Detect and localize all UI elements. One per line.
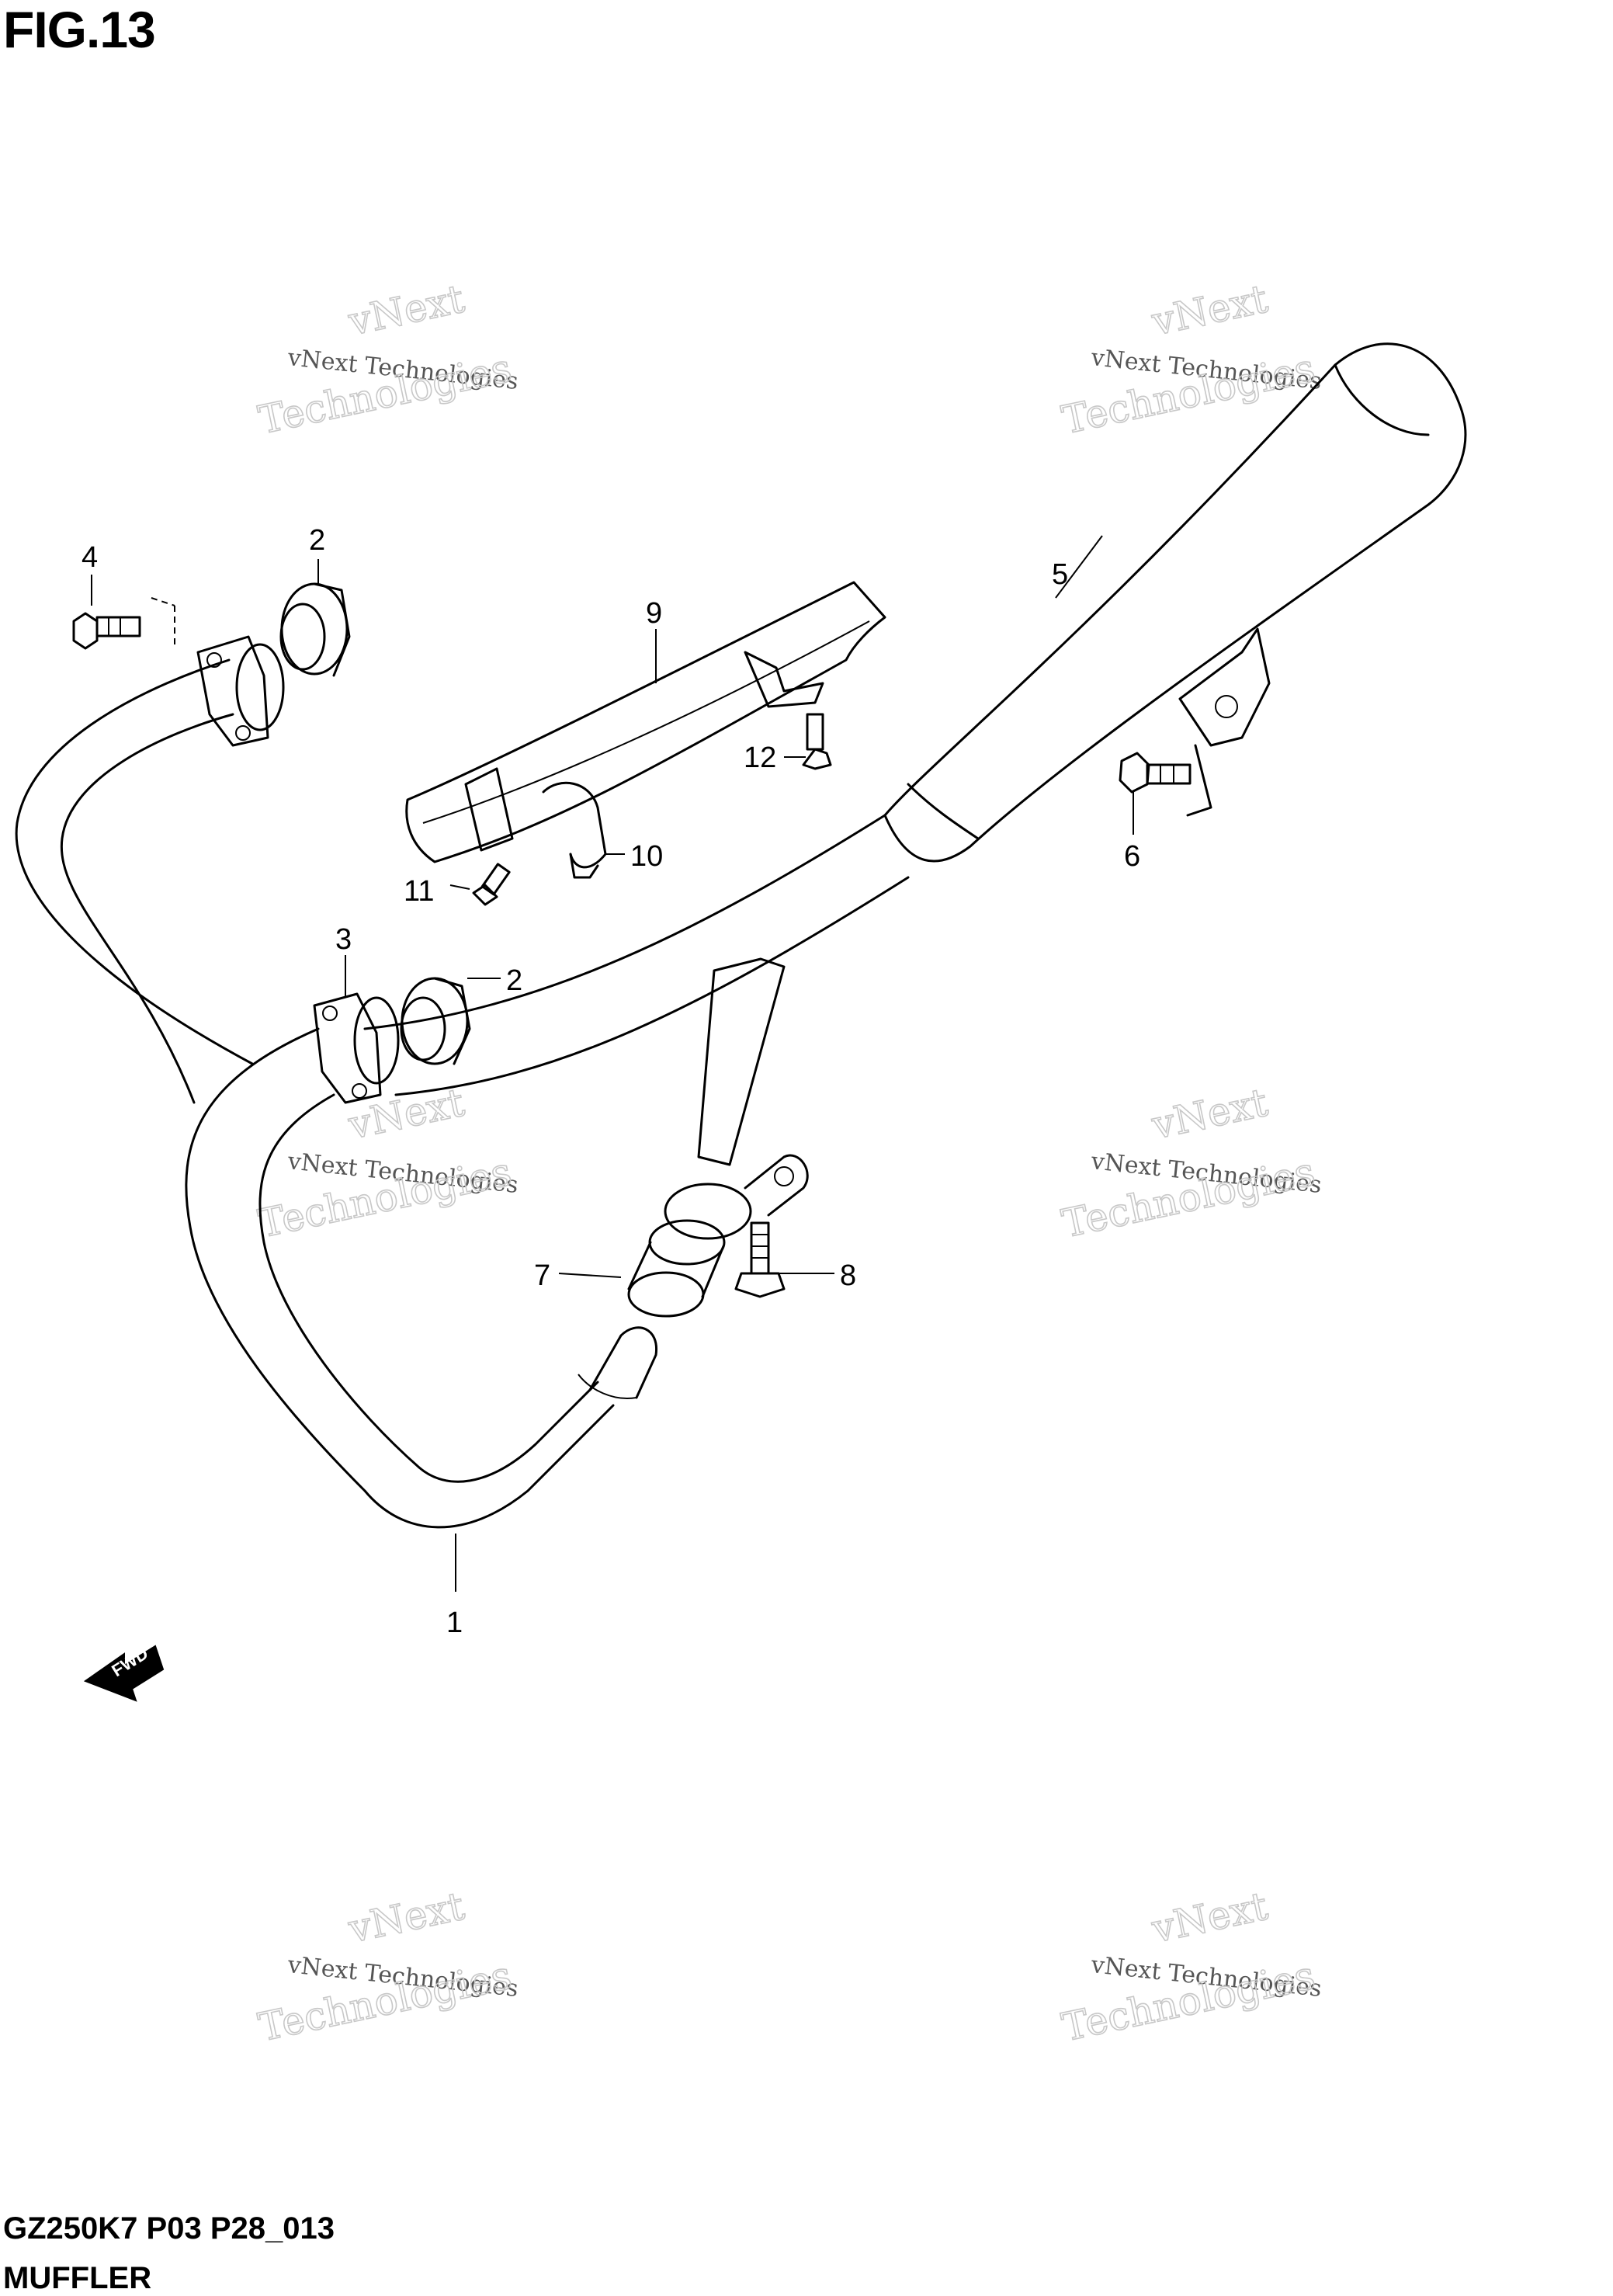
- watermark-top-left: vNext vNext Technologies Technologies: [254, 276, 519, 443]
- watermark-text: vNext: [344, 1080, 468, 1148]
- callout-6: 6: [1124, 840, 1140, 873]
- watermark-bottom-right: vNext vNext Technologies Technologies: [1057, 1883, 1323, 2051]
- callout-7: 7: [534, 1259, 550, 1292]
- muffler-part-5: [883, 342, 1467, 863]
- watermark-top-right: vNext vNext Technologies Technologies: [1057, 276, 1323, 443]
- watermark-bottom-left: vNext vNext Technologies Technologies: [254, 1883, 519, 2051]
- callout-labels: 1 2 2 3 4 5 6 7 8 9 10 11 12: [82, 524, 1140, 1639]
- callout-5: 5: [1052, 558, 1068, 591]
- watermark-text: vNext: [344, 276, 468, 345]
- callout-3: 3: [335, 923, 352, 956]
- watermark-text: vNext: [344, 1884, 468, 1952]
- fwd-arrow-icon: FWD: [83, 1643, 165, 1702]
- callout-10: 10: [630, 840, 663, 873]
- screw-part-11: [472, 863, 511, 906]
- bolt-part-4: [72, 575, 175, 650]
- callout-leaders: [317, 559, 834, 1278]
- screw-part-12: [802, 713, 832, 770]
- watermark-text: vNext: [1147, 276, 1271, 345]
- watermark-text: vNext: [1147, 1884, 1271, 1952]
- callout-9: 9: [646, 597, 662, 630]
- exhaust-flange-lower-part-3: [313, 992, 400, 1104]
- exhaust-pipe-part-1: [15, 658, 910, 1592]
- callout-2-lower: 2: [506, 964, 522, 997]
- watermark-text: vNext: [1147, 1080, 1271, 1148]
- bolt-part-8: [734, 1221, 786, 1298]
- exhaust-flange-upper: [196, 635, 285, 747]
- gasket-part-2-lower: [400, 977, 471, 1065]
- figure-title: FIG.13: [3, 1, 156, 58]
- callout-11: 11: [404, 875, 434, 908]
- muffler-protector-part-9: [405, 581, 886, 879]
- watermark-middle-left: vNext vNext Technologies Technologies: [254, 1079, 519, 1247]
- callout-12: 12: [744, 742, 776, 774]
- callout-1: 1: [446, 1607, 463, 1639]
- joint-part-7: [627, 1219, 726, 1318]
- callout-2-upper: 2: [309, 524, 325, 557]
- gasket-part-2-upper: [279, 582, 351, 677]
- callout-8: 8: [840, 1259, 856, 1292]
- bolt-part-6: [1119, 752, 1192, 835]
- section-name: MUFFLER: [3, 2261, 152, 2295]
- callout-4: 4: [82, 541, 98, 574]
- watermark-middle-right: vNext vNext Technologies Technologies: [1057, 1079, 1323, 1247]
- model-code: GZ250K7 P03 P28_013: [3, 2211, 335, 2246]
